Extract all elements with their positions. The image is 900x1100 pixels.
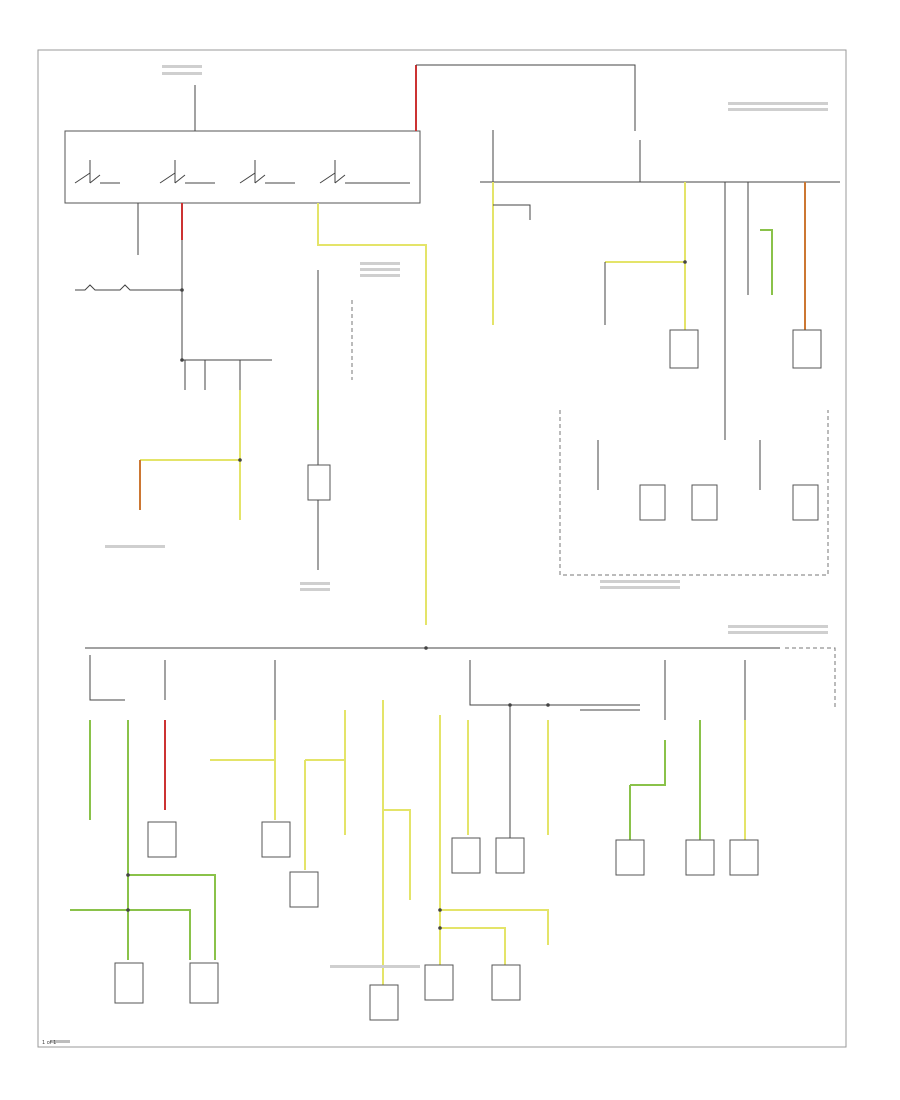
splice-branch-wires <box>184 360 241 390</box>
component-box-2 <box>261 821 291 858</box>
enclosure-device-3 <box>792 484 819 521</box>
enclosure-device-1 <box>639 484 666 521</box>
component-box-9 <box>114 962 144 1004</box>
under-dash-fuse-relay-box <box>64 130 421 204</box>
component-box-5 <box>495 837 525 874</box>
component-box-12 <box>424 964 454 1001</box>
bottom-right-dashed <box>785 647 836 710</box>
bottom-yellow-wire-8 <box>440 927 506 965</box>
bottom-green-wire-4 <box>630 740 666 786</box>
diagram-frame <box>37 49 847 1048</box>
component-box-8 <box>729 839 759 876</box>
component-box-3 <box>289 871 319 908</box>
left-ground-symbol <box>75 284 135 291</box>
bottom-yellow-wire-5 <box>383 809 411 900</box>
bottom-green-wire-3 <box>70 909 191 960</box>
bottom-fuse-drop-4 <box>469 660 640 706</box>
bottom-yellow-wire-7 <box>440 909 549 945</box>
output-wire-3 <box>317 203 427 625</box>
component-box-13 <box>491 964 521 1001</box>
fuse-branch-4-green <box>760 229 773 295</box>
faint-component-labels <box>50 65 828 1043</box>
bottom-yellow-wire-3 <box>305 759 346 835</box>
component-box-7 <box>685 839 715 876</box>
page-mark-label: 1 of 1 <box>42 1040 56 1046</box>
top-bus-wire <box>416 64 636 131</box>
right-device-1 <box>669 329 699 369</box>
bottom-fuse-drop-1 <box>89 655 125 701</box>
fuse-branch-1-ground <box>493 204 531 220</box>
relay-box-device <box>307 464 331 501</box>
component-box-10 <box>189 962 219 1004</box>
right-device-2 <box>792 329 822 369</box>
component-box-6 <box>615 839 645 876</box>
component-box-1 <box>147 821 177 858</box>
component-box-11 <box>369 984 399 1021</box>
component-box-4 <box>451 837 481 874</box>
enclosure-device-2 <box>691 484 718 521</box>
junction-dots <box>126 260 687 930</box>
bottom-green-wire-2 <box>128 874 216 960</box>
